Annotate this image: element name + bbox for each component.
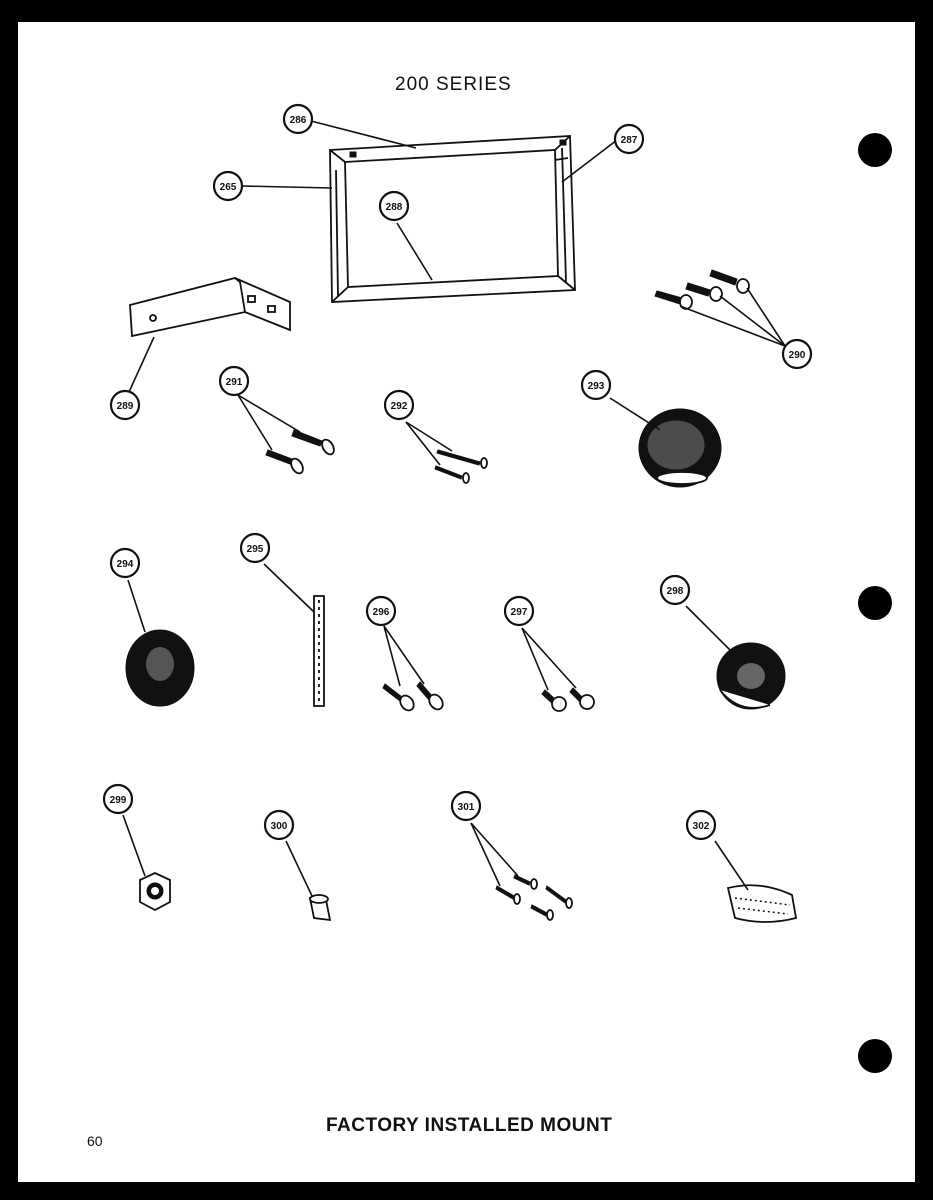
callout-289-label: 289 — [117, 401, 134, 412]
nut-299 — [139, 872, 171, 912]
tape-roll-294 — [125, 629, 195, 707]
screws-292 — [434, 449, 488, 484]
strip-295 — [313, 595, 325, 707]
callout-291-label: 291 — [226, 377, 243, 388]
callout-297-label: 297 — [511, 607, 528, 618]
callout-297: 297 — [503, 595, 535, 627]
callout-286-label: 286 — [290, 115, 307, 126]
diagram-title: 200 SERIES — [395, 74, 512, 95]
callout-299: 299 — [102, 783, 134, 815]
callout-301-label: 301 — [458, 802, 475, 813]
callout-296: 296 — [365, 595, 397, 627]
callout-265-label: 265 — [220, 182, 237, 193]
callout-300-label: 300 — [271, 821, 288, 832]
callout-288-label: 288 — [386, 202, 403, 213]
callout-290: 290 — [781, 338, 813, 370]
callout-291: 291 — [218, 365, 250, 397]
callout-302: 302 — [685, 809, 717, 841]
callout-286: 286 — [282, 103, 314, 135]
callout-287: 287 — [613, 123, 645, 155]
callout-294: 294 — [109, 547, 141, 579]
callout-301: 301 — [450, 790, 482, 822]
callout-295-label: 295 — [247, 544, 264, 555]
angle-bracket — [129, 277, 291, 338]
callout-300: 300 — [263, 809, 295, 841]
callout-290-label: 290 — [789, 350, 806, 361]
callout-298: 298 — [659, 574, 691, 606]
screws-291 — [265, 429, 335, 475]
callout-295: 295 — [239, 532, 271, 564]
binder-hole-middle — [858, 586, 892, 620]
callout-289: 289 — [109, 389, 141, 421]
mounting-frame — [329, 135, 576, 303]
callout-294-label: 294 — [117, 559, 134, 570]
screws-297 — [541, 687, 595, 712]
spacer-300 — [308, 894, 332, 922]
screws-301 — [495, 874, 573, 921]
plug-293 — [638, 408, 722, 488]
screws-296 — [382, 681, 444, 712]
callout-299-label: 299 — [110, 795, 127, 806]
foam-302 — [726, 884, 798, 923]
callout-293-label: 293 — [588, 381, 605, 392]
callout-292: 292 — [383, 389, 415, 421]
callout-292-label: 292 — [391, 401, 408, 412]
diagram-caption: FACTORY INSTALLED MOUNT — [326, 1115, 613, 1136]
screws-290 — [654, 269, 750, 310]
leader-lines — [122, 120, 786, 897]
callout-296-label: 296 — [373, 607, 390, 618]
page-number: 60 — [87, 1133, 103, 1149]
callout-265: 265 — [212, 170, 244, 202]
callout-287-label: 287 — [621, 135, 638, 146]
binder-hole-bottom — [858, 1039, 892, 1073]
callout-293: 293 — [580, 369, 612, 401]
binder-hole-top — [858, 133, 892, 167]
tape-roll-298 — [716, 642, 786, 710]
callout-298-label: 298 — [667, 586, 684, 597]
callout-302-label: 302 — [693, 821, 710, 832]
callout-288: 288 — [378, 190, 410, 222]
